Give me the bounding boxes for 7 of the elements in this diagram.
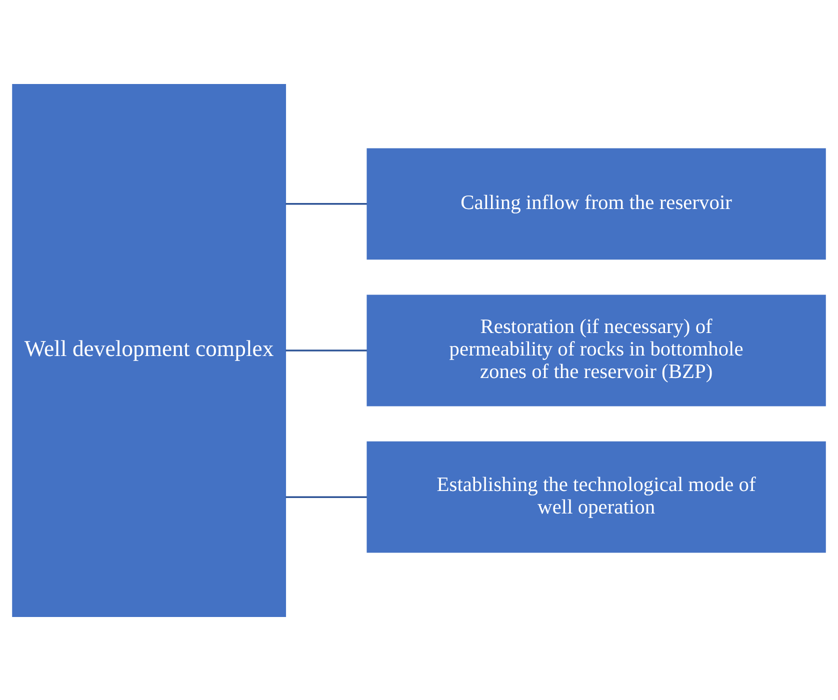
node-box: Calling inflow from the reservoir: [366, 148, 826, 260]
node-box: Well development complex: [12, 83, 286, 617]
node-box: Establishing the technological mode of well operation: [366, 440, 826, 552]
connector: [286, 349, 367, 351]
connector: [286, 496, 367, 498]
connector: [286, 202, 367, 204]
node-box: Restoration (if necessary) of permeability of rocks in bottomhole zones of the reservoir (BZP): [366, 294, 826, 406]
